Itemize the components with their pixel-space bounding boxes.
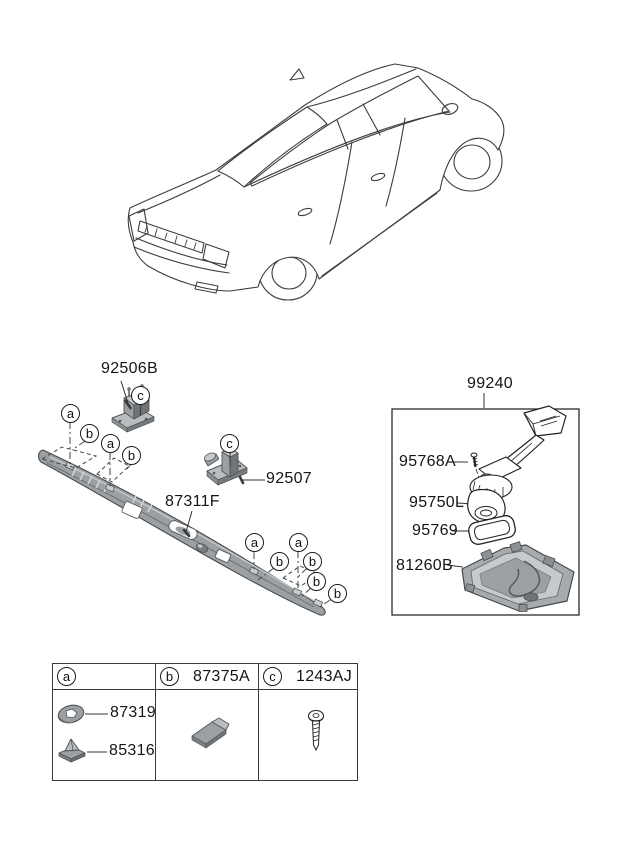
car-roof-rail — [306, 68, 417, 108]
car-b-pillar — [362, 103, 381, 136]
legend-cell-c — [259, 690, 357, 780]
callout-c-lamp-92506b: c — [131, 386, 150, 405]
leader-end-ticks — [124, 399, 245, 538]
callout-b-1: b — [80, 424, 99, 443]
part-label-81260b: 81260B — [396, 557, 453, 574]
camera-screw-drawing — [470, 452, 480, 479]
car-taillight-left — [128, 208, 149, 242]
legend-callout-b: b — [160, 667, 179, 686]
car-rear-garnish — [137, 220, 205, 254]
part-label-95750l: 95750L — [409, 494, 465, 511]
callout-b-6: b — [328, 584, 347, 603]
camera-assembly-box — [391, 408, 580, 616]
callout-a-4: a — [289, 533, 308, 552]
part-label-95769: 95769 — [412, 522, 458, 539]
license-lamp-92507-drawing — [203, 440, 248, 486]
callout-c-lamp-92507: c — [220, 434, 239, 453]
car-beltline — [243, 111, 451, 188]
part-label-87311f: 87311F — [165, 493, 220, 510]
camera-pad-drawing — [468, 515, 516, 545]
part-label-1243aj: 1243AJ — [296, 667, 353, 685]
back-panel-moulding-drawing — [38, 449, 326, 616]
callout-a-3: a — [245, 533, 264, 552]
part-label-95768a: 95768A — [399, 453, 456, 470]
part-label-87319: 87319 — [110, 704, 156, 721]
legend-body-row: 87319 85316 — [53, 690, 357, 780]
moulding-hatch-texture — [71, 467, 153, 513]
legend-header-c: c 1243AJ — [259, 664, 357, 689]
car-rocker-line — [321, 192, 438, 277]
car-antenna-fin — [289, 68, 305, 81]
callout-b-4: b — [303, 552, 322, 571]
legend-callout-c: c — [263, 667, 282, 686]
car-mirror — [441, 103, 459, 115]
car-door-handle-2 — [370, 172, 386, 182]
legend-callout-a: a — [57, 667, 76, 686]
moulding-clips — [64, 461, 324, 608]
rear-view-camera-drawing — [467, 456, 522, 525]
callout-b-2: b — [122, 446, 141, 465]
camera-harness-connector-drawing — [487, 405, 567, 484]
car-quarter-pillar — [336, 119, 349, 150]
part-label-99240: 99240 — [467, 375, 513, 392]
part-label-92507: 92507 — [266, 470, 312, 487]
washer-grommet-icon — [57, 704, 108, 724]
push-clip-icon — [58, 738, 107, 763]
car-taillight-right — [202, 243, 230, 269]
car-door-seam-2 — [385, 117, 406, 207]
car-exhaust-tip — [194, 281, 219, 294]
callout-b-3: b — [270, 552, 289, 571]
legend-header-a: a — [53, 664, 156, 689]
legend-header-b: b 87375A — [156, 664, 259, 689]
part-label-92506b: 92506B — [101, 360, 158, 377]
callout-a-1: a — [61, 404, 80, 423]
car-illustration — [127, 63, 505, 301]
car-bumper-crease-1 — [135, 237, 228, 266]
car-trunk-seam — [137, 174, 221, 214]
tapping-screw-icon — [307, 709, 325, 752]
car-body-outline — [127, 63, 505, 292]
callout-a-2: a — [101, 434, 120, 453]
label-leader-lines — [120, 380, 485, 568]
car-bumper-crease-2 — [133, 246, 230, 274]
legend-cell-a: 87319 85316 — [53, 690, 156, 780]
car-rear-glass — [217, 106, 328, 188]
callout-b-5: b — [307, 572, 326, 591]
car-door-handle-1 — [297, 207, 313, 217]
part-label-85316: 85316 — [109, 742, 155, 759]
part-label-87375a: 87375A — [193, 667, 250, 685]
car-side-glass — [249, 75, 450, 187]
fastener-legend-table: a b 87375A c 1243AJ — [52, 663, 358, 781]
car-door-seam-1 — [329, 141, 353, 245]
adhesive-pad-clip-icon — [191, 717, 230, 749]
legend-cell-b — [156, 690, 259, 780]
legend-header-row: a b 87375A c 1243AJ — [53, 664, 357, 690]
projection-planes — [40, 446, 320, 587]
moulding-boss — [195, 543, 209, 553]
camera-housing-drawing — [461, 541, 575, 612]
